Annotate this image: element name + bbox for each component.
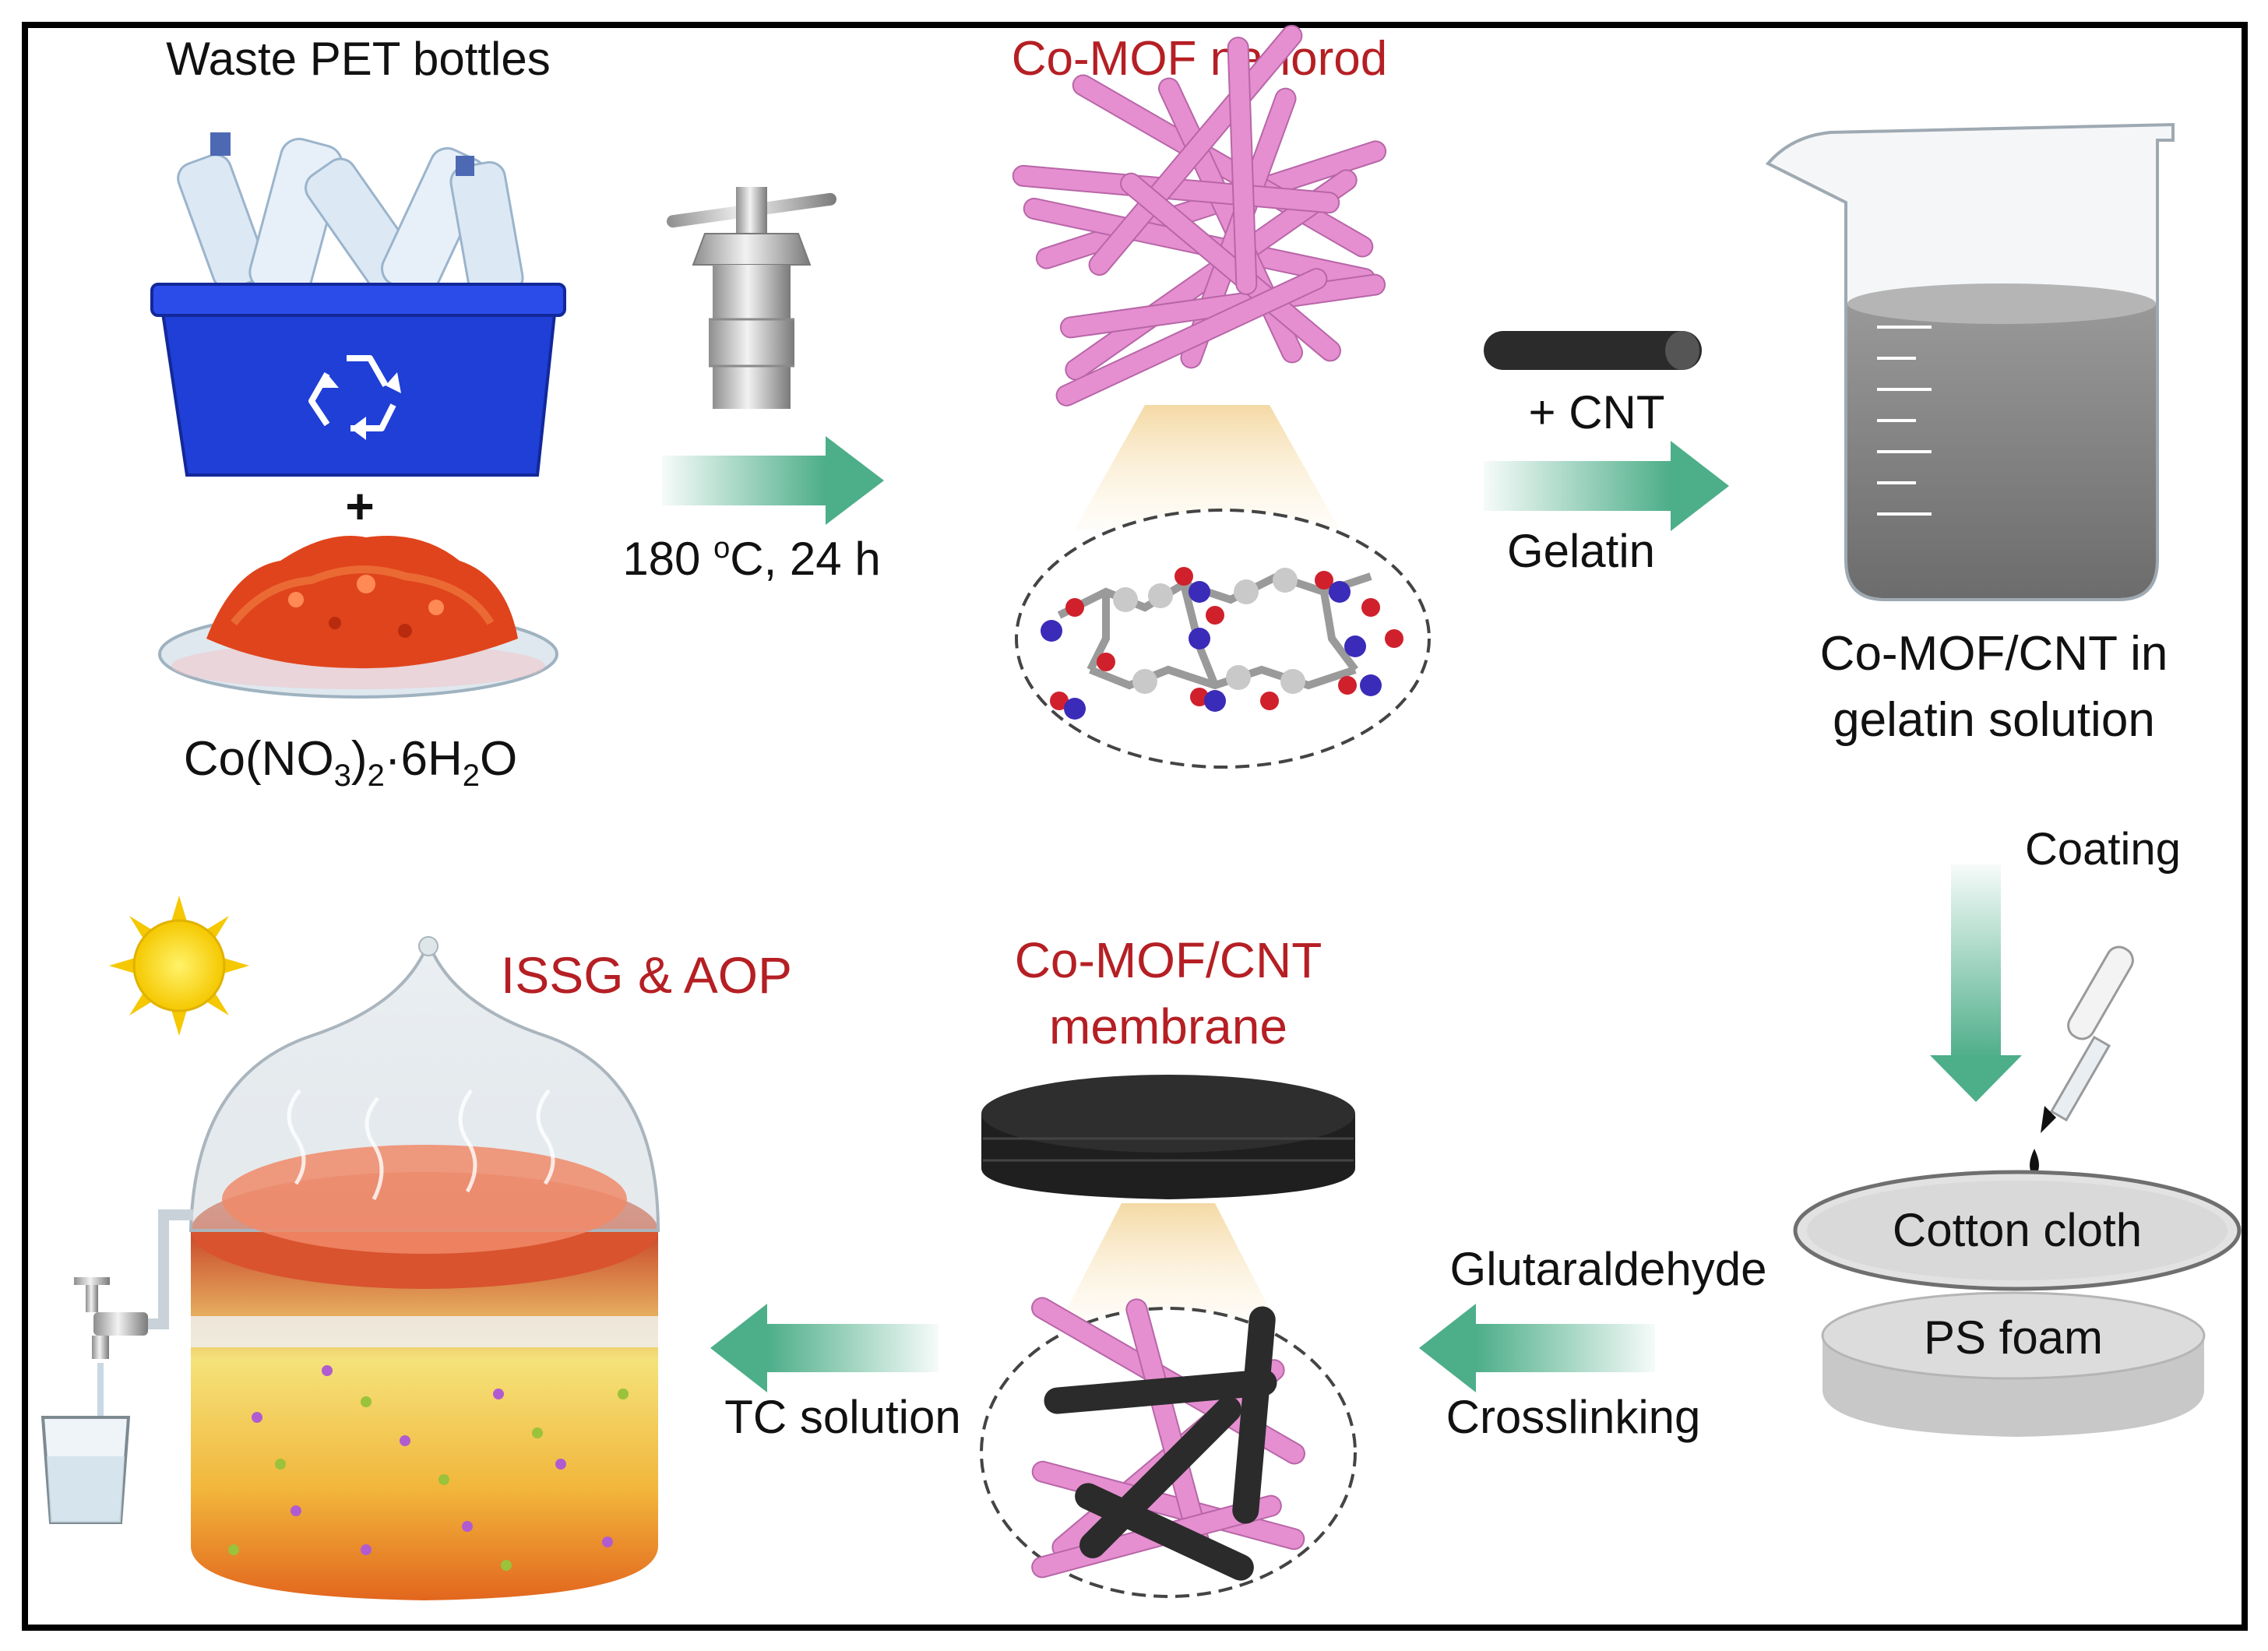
coating-label: Coating	[2025, 824, 2181, 875]
membrane-title-line2: membrane	[1049, 998, 1287, 1054]
water-glass-icon	[40, 1416, 131, 1524]
arrow-to-nanorod	[662, 436, 884, 525]
arrow-tc-solution	[710, 1304, 939, 1392]
recycle-icon	[308, 355, 401, 440]
dropper-icon	[2030, 945, 2134, 1176]
cnt-label: + CNT	[1528, 386, 1664, 438]
zoom-beam-top	[1075, 405, 1340, 530]
beaker-icon	[1765, 122, 2175, 601]
membrane-microstructure	[980, 1297, 1357, 1598]
cobalt-salt-formula: Co(NO3)2·6H2O	[184, 732, 517, 793]
co-mof-cnt-membrane	[981, 1075, 1355, 1199]
autoclave-icon	[666, 187, 837, 409]
crosslinking-label: Crosslinking	[1446, 1391, 1701, 1443]
arrow-crosslinking	[1419, 1304, 1655, 1392]
cotton-cloth	[1793, 1170, 2242, 1291]
membrane-title-line1: Co-MOF/CNT	[1015, 932, 1322, 988]
solar-evaporator	[140, 936, 660, 1600]
plus-sign: +	[345, 478, 374, 534]
reaction-conditions: 180 oC, 24 h	[622, 532, 880, 585]
cobalt-salt-dish	[158, 536, 558, 699]
co-mof-nanorod-bundle	[1012, 24, 1387, 407]
beaker-label-line2: gelatin solution	[1833, 693, 2155, 747]
sun-icon	[109, 896, 249, 1036]
issg-aop-title: ISSG & AOP	[501, 946, 792, 1004]
waste-pet-label: Waste PET bottles	[166, 33, 551, 85]
ps-foam	[1821, 1291, 2206, 1437]
co-mof-nanorod-title: Co-MOF nanorod	[1012, 32, 1387, 86]
ps-foam-label: PS foam	[1924, 1311, 2103, 1364]
arrow-coating-down	[1930, 864, 2022, 1102]
glutaraldehyde-label: Glutaraldehyde	[1450, 1243, 1767, 1295]
zoom-beam-bottom	[1059, 1203, 1277, 1324]
waste-pet-bin	[150, 132, 566, 477]
cnt-tube	[1484, 331, 1702, 370]
tc-solution-label: TC solution	[724, 1391, 960, 1443]
mof-crystal-structure	[1015, 509, 1431, 769]
arrow-to-beaker	[1484, 441, 1729, 531]
cotton-cloth-label: Cotton cloth	[1893, 1204, 2142, 1256]
gelatin-label: Gelatin	[1507, 525, 1655, 577]
beaker-label-line1: Co-MOF/CNT in	[1820, 627, 2168, 681]
